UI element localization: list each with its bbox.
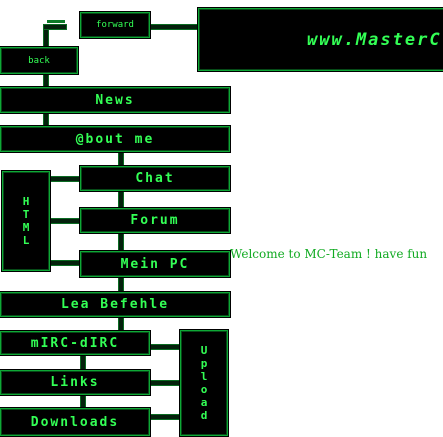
nav-upload-letter: l xyxy=(200,370,208,383)
welcome-text: Welcome to MC-Team ! have fun xyxy=(230,247,428,261)
nav-upload-letter: d xyxy=(200,409,208,422)
connector-upload-downloads xyxy=(150,414,180,420)
site-banner: www.MasterC xyxy=(197,7,443,72)
connector-html-forum xyxy=(50,218,80,224)
nav-html-letter: H xyxy=(22,195,30,208)
nav-upload-letter: p xyxy=(200,357,208,370)
back-button[interactable]: back xyxy=(0,46,79,75)
connector-forum-meinpc xyxy=(118,232,124,252)
connector-upload-mirc xyxy=(150,344,180,350)
nav-upload-letter: U xyxy=(200,344,208,357)
nav-html[interactable]: H T M L xyxy=(1,170,51,272)
nav-downloads[interactable]: Downloads xyxy=(0,407,151,437)
forward-button[interactable]: forward xyxy=(79,11,151,39)
nav-html-letter: M xyxy=(22,221,30,234)
connector-stub-top xyxy=(47,20,65,23)
connector-chat-forum xyxy=(118,190,124,210)
connector-forward xyxy=(43,24,67,30)
nav-mirc-dirc[interactable]: mIRC-dIRC xyxy=(0,330,151,356)
nav-forum[interactable]: Forum xyxy=(79,207,231,234)
nav-mein-pc[interactable]: Mein PC xyxy=(79,250,231,278)
nav-html-letter: L xyxy=(22,234,30,247)
nav-upload-letter: a xyxy=(200,396,208,409)
connector-html-meinpc xyxy=(50,260,80,266)
connector-upload-links xyxy=(150,380,180,386)
connector-html-chat xyxy=(50,176,80,182)
nav-chat[interactable]: Chat xyxy=(79,165,231,192)
nav-upload-letter: o xyxy=(200,383,208,396)
nav-upload[interactable]: U p l o a d xyxy=(179,329,229,437)
nav-lea-befehle[interactable]: Lea Befehle xyxy=(0,291,231,318)
connector-banner xyxy=(150,24,200,30)
connector-lea-mirc xyxy=(118,316,124,332)
nav-about-me[interactable]: @bout me xyxy=(0,125,231,153)
nav-html-letter: T xyxy=(22,208,30,221)
nav-news[interactable]: News xyxy=(0,86,231,114)
nav-links[interactable]: Links xyxy=(0,369,151,396)
